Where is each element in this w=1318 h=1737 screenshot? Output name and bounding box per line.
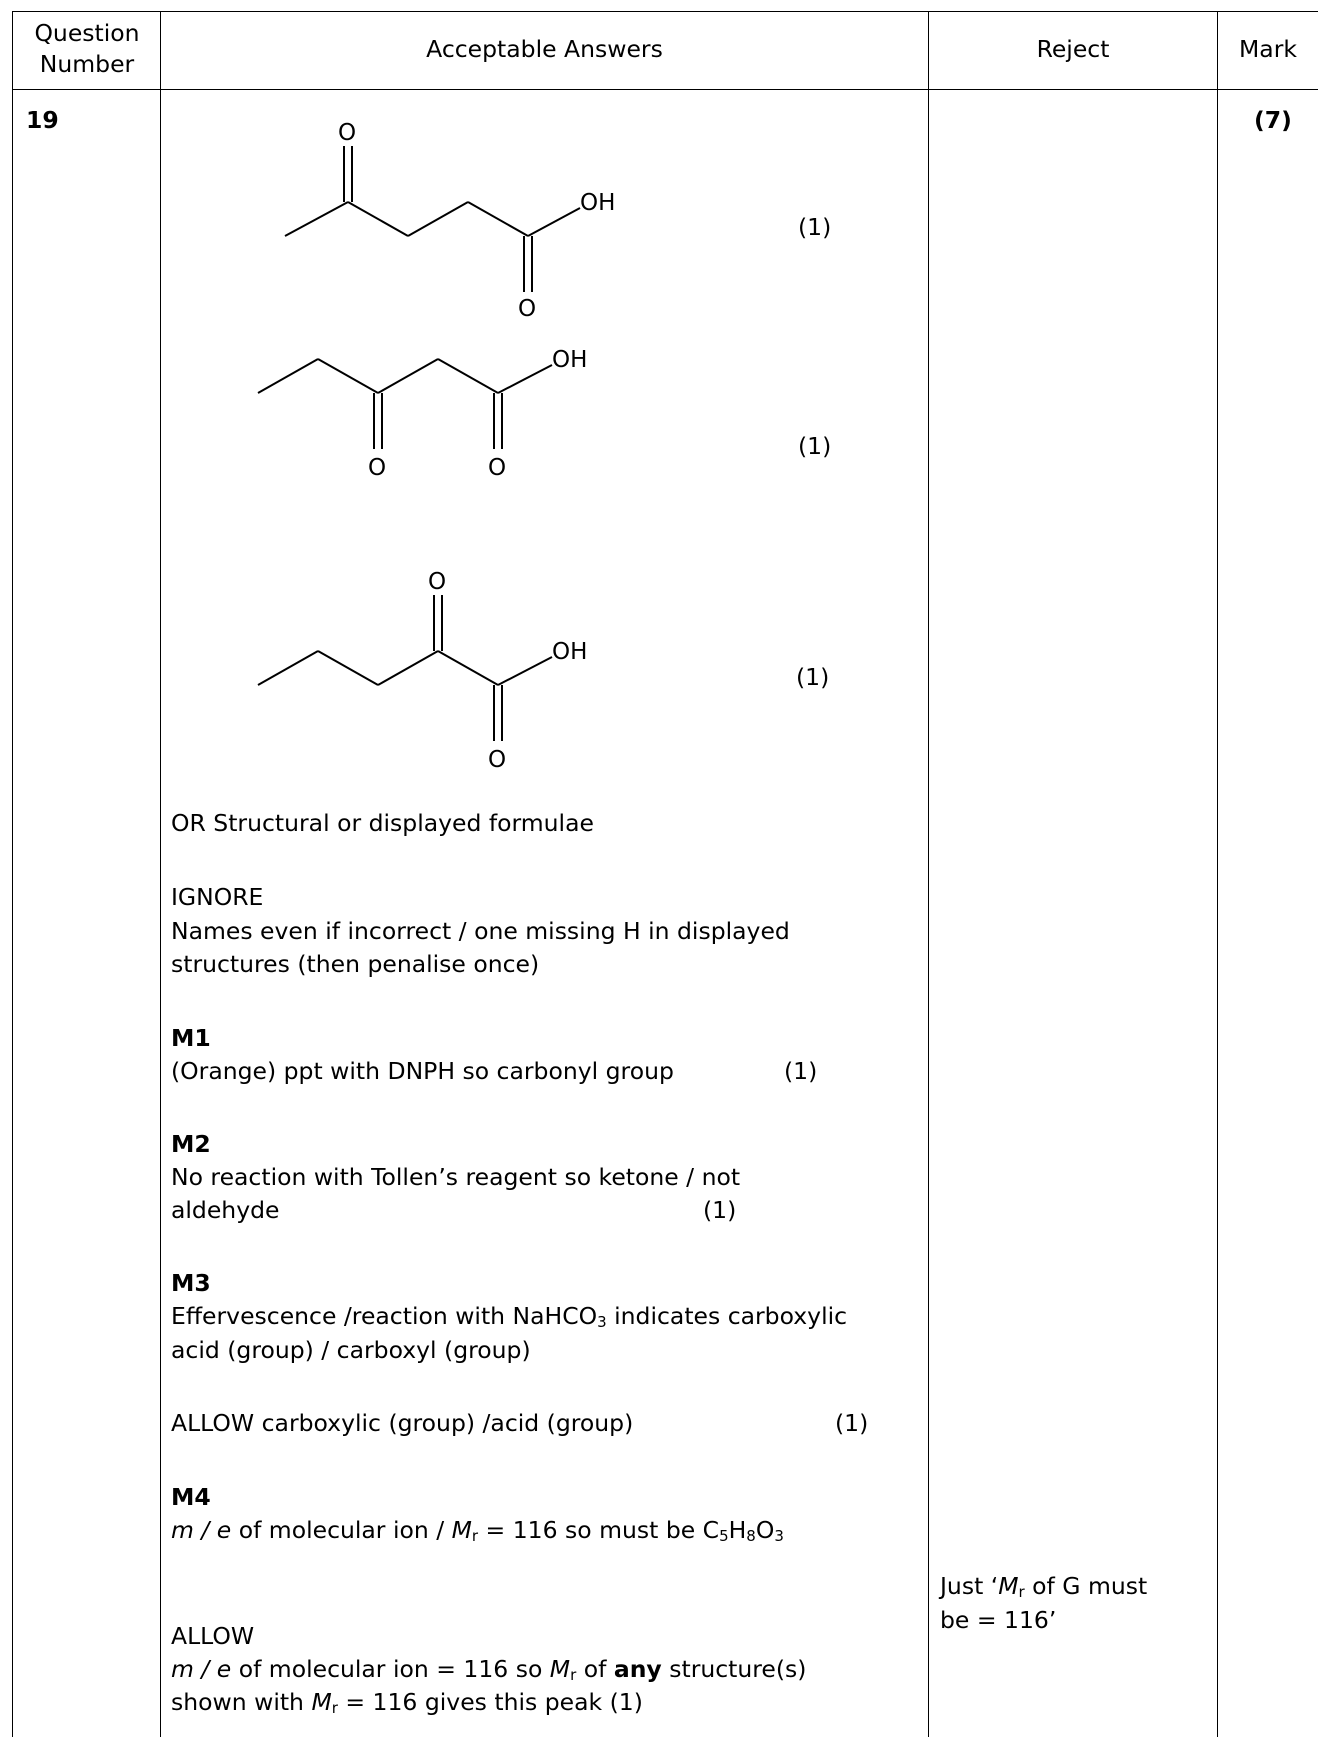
- m3-line-1: Effervescence /reaction with NaHCO3 indi…: [171, 1302, 848, 1331]
- m3-allow: ALLOW carboxylic (group) /acid (group): [171, 1409, 634, 1437]
- m4-line-1: m / e of molecular ion / Mr = 116 so mus…: [171, 1516, 784, 1545]
- m1-title: M1: [171, 1024, 211, 1052]
- header-reject: Reject: [1036, 35, 1110, 63]
- m3-mark: (1): [835, 1409, 869, 1437]
- ignore-line-1: Names even if incorrect / one missing H …: [171, 917, 790, 945]
- structure-4-oxopentanoic-acid: O OH O: [284, 120, 615, 322]
- m4-allow-line-2: shown with Mr = 116 gives this peak (1): [171, 1688, 643, 1717]
- hydroxyl-label: OH: [552, 347, 587, 373]
- structure-3-oxopentanoic-acid: OH O O: [257, 347, 587, 481]
- header-question-number: Question Number: [34, 19, 140, 78]
- question-number: 19: [26, 106, 59, 134]
- reject-line-1: Just ‘Mr of G must: [940, 1572, 1148, 1601]
- header-bottom-border: [12, 89, 1318, 90]
- hydroxyl-label: OH: [552, 639, 587, 665]
- oxygen-label: O: [338, 120, 356, 146]
- m3-line-2: acid (group) / carboxyl (group): [171, 1336, 531, 1364]
- table-left-border: [12, 11, 13, 1737]
- ignore-line-2: structures (then penalise once): [171, 950, 540, 978]
- m2-line-2: aldehyde: [171, 1196, 280, 1224]
- m1-text: (Orange) ppt with DNPH so carbonyl group: [171, 1057, 674, 1085]
- oxygen-label: O: [488, 747, 506, 773]
- structure-2-mark: (1): [798, 432, 832, 460]
- structure-1-mark: (1): [798, 213, 832, 241]
- m1-mark: (1): [784, 1057, 818, 1085]
- oxygen-label: O: [488, 455, 506, 481]
- total-mark: (7): [1254, 106, 1292, 134]
- col-divider-3: [1217, 11, 1218, 1737]
- structure-3-mark: (1): [796, 663, 830, 691]
- m2-mark: (1): [703, 1196, 737, 1224]
- ignore-heading: IGNORE: [171, 883, 264, 911]
- m4-title: M4: [171, 1483, 211, 1511]
- oxygen-label: O: [368, 455, 386, 481]
- m4-allow-line-1: m / e of molecular ion = 116 so Mr of an…: [171, 1655, 807, 1684]
- oxygen-label: O: [428, 569, 446, 595]
- m4-allow-heading: ALLOW: [171, 1622, 255, 1650]
- or-formulae-line: OR Structural or displayed formulae: [171, 809, 594, 837]
- header-mark: Mark: [1239, 35, 1297, 63]
- table-top-border: [12, 11, 1318, 12]
- m3-title: M3: [171, 1269, 211, 1297]
- header-acceptable-answers: Acceptable Answers: [426, 35, 663, 63]
- m2-title: M2: [171, 1130, 211, 1158]
- hydroxyl-label: OH: [580, 190, 615, 216]
- structure-2-oxopentanoic-acid: O OH O: [257, 569, 587, 773]
- col-divider-1: [160, 11, 161, 1737]
- col-divider-2: [928, 11, 929, 1737]
- oxygen-label: O: [518, 296, 536, 322]
- reject-line-2: be = 116’: [940, 1606, 1057, 1634]
- m2-line-1: No reaction with Tollen’s reagent so ket…: [171, 1163, 741, 1191]
